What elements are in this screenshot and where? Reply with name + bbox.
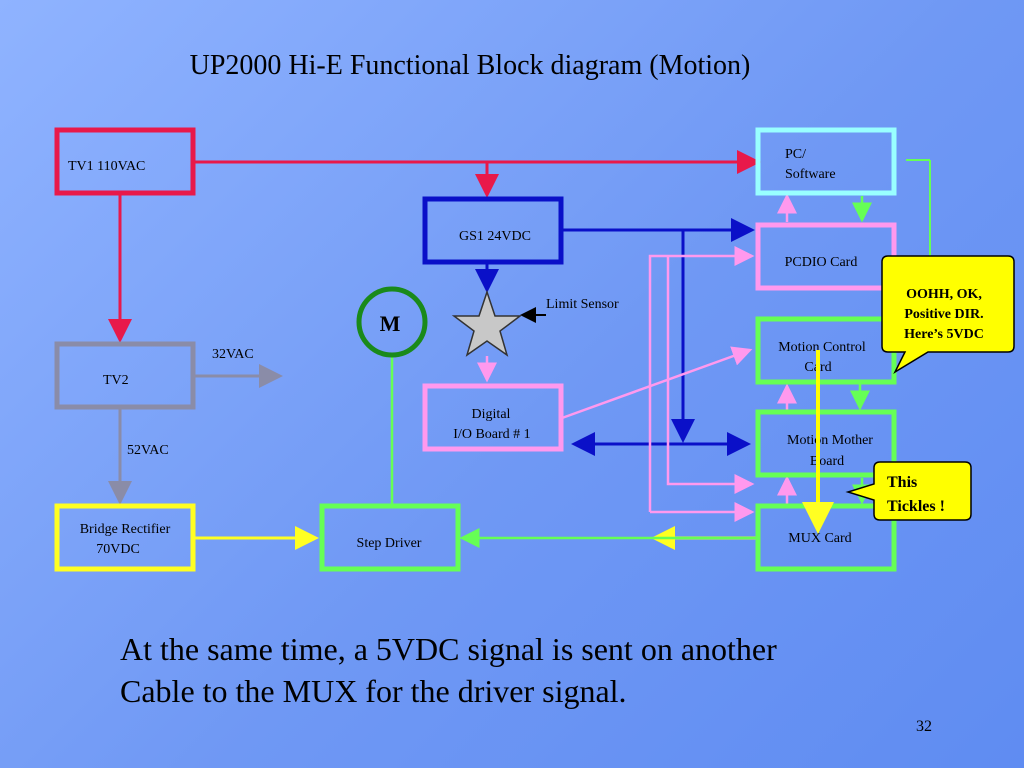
callout-oohh-line3: Here’s 5VDC <box>904 327 984 342</box>
pc-side-green-wire <box>904 160 931 272</box>
tv2-block: TV2 <box>54 341 196 410</box>
pcdio-label: PCDIO Card <box>785 255 858 270</box>
pc-label-line2: Software <box>785 167 836 182</box>
bridge-rectifier-block: Bridge Rectifier 70VDC <box>54 503 196 572</box>
pc-label-line1: PC/ <box>785 147 806 162</box>
gs1-label: GS1 24VDC <box>459 229 531 244</box>
motor: M <box>356 286 428 358</box>
rectifier-label-line2: 70VDC <box>96 542 140 557</box>
rectifier-label-line1: Bridge Rectifier <box>80 522 171 537</box>
page-number: 32 <box>916 718 932 735</box>
body-text-line1: At the same time, a 5VDC signal is sent … <box>120 631 777 667</box>
step-driver-label: Step Driver <box>357 536 422 551</box>
pcdio-card-block: PCDIO Card <box>755 222 897 291</box>
callout-tickles: This Tickles ! <box>845 461 972 521</box>
gs1-block: GS1 24VDC <box>422 196 564 265</box>
pink-bus-left <box>648 246 755 512</box>
slide-title: UP2000 Hi-E Functional Block diagram (Mo… <box>189 50 751 81</box>
pink-bus-right <box>666 256 755 494</box>
pc-software-block: PC/ Software <box>755 127 897 196</box>
tv2-label: TV2 <box>103 373 129 388</box>
dio-to-motion-control-wire <box>561 346 753 420</box>
callout-oohh-line2: Positive DIR. <box>904 307 983 322</box>
motherboard-label-line2: Board <box>810 454 844 469</box>
body-text-line2: Cable to the MUX for the driver signal. <box>120 673 627 709</box>
callout-tickles-line1: This <box>887 474 917 491</box>
vac32-label: 32VAC <box>212 347 254 362</box>
mux-label: MUX Card <box>788 531 851 546</box>
motherboard-label-line1: Motion Mother <box>787 433 873 448</box>
motion-control-card-block: Motion Control Card <box>755 316 897 385</box>
tv1-block: TV1 110VAC <box>54 127 196 196</box>
digital-io-label-line1: Digital <box>472 407 511 422</box>
digital-io-board-block: Digital I/O Board # 1 <box>422 383 564 452</box>
slide-body-text: At the same time, a 5VDC signal is sent … <box>120 628 980 712</box>
limit-sensor-star <box>451 289 523 357</box>
limit-sensor-label: Limit Sensor <box>546 297 619 312</box>
tv1-label: TV1 110VAC <box>68 159 145 174</box>
vac52-label: 52VAC <box>127 443 169 458</box>
callout-oohh: OOHH, OK, Positive DIR. Here’s 5VDC <box>881 255 1015 374</box>
motor-label: M <box>380 311 401 336</box>
motion-control-label-line1: Motion Control <box>778 340 866 355</box>
step-driver-block: Step Driver <box>319 503 461 572</box>
callout-oohh-line1: OOHH, OK, <box>906 287 982 302</box>
digital-io-label-line2: I/O Board # 1 <box>453 427 530 442</box>
callout-tickles-line2: Tickles ! <box>887 498 945 515</box>
